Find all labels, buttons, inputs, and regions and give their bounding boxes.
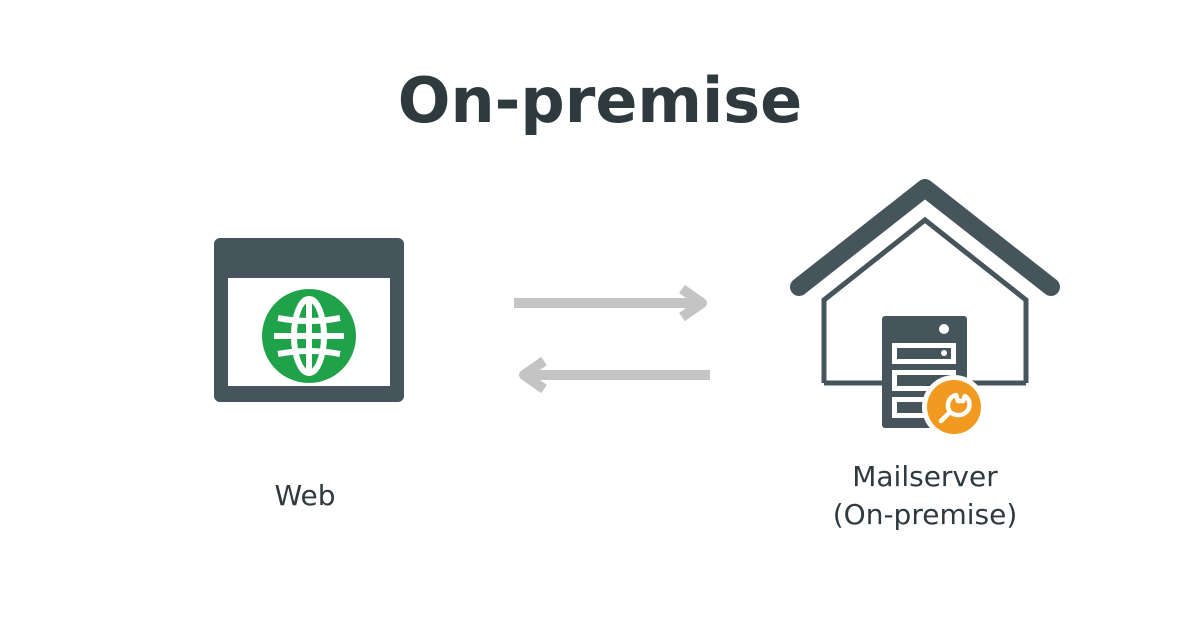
web-label: Web xyxy=(274,479,336,512)
house-outline-icon xyxy=(821,216,1029,386)
mailserver-label: Mailserver (On-premise) xyxy=(780,458,1070,534)
house-server-icon xyxy=(790,179,1060,439)
globe-icon xyxy=(262,289,356,383)
wrench-icon xyxy=(938,392,972,424)
browser-window-icon xyxy=(214,238,404,402)
house-roof-icon xyxy=(790,179,1060,296)
page-title: On-premise xyxy=(397,64,803,137)
mailserver-label-line1: Mailserver xyxy=(852,460,998,493)
arrow-left-icon xyxy=(519,356,710,394)
arrow-right-icon xyxy=(514,284,707,322)
mailserver-label-line2: (On-premise) xyxy=(832,498,1018,531)
wrench-badge-icon xyxy=(922,375,986,439)
